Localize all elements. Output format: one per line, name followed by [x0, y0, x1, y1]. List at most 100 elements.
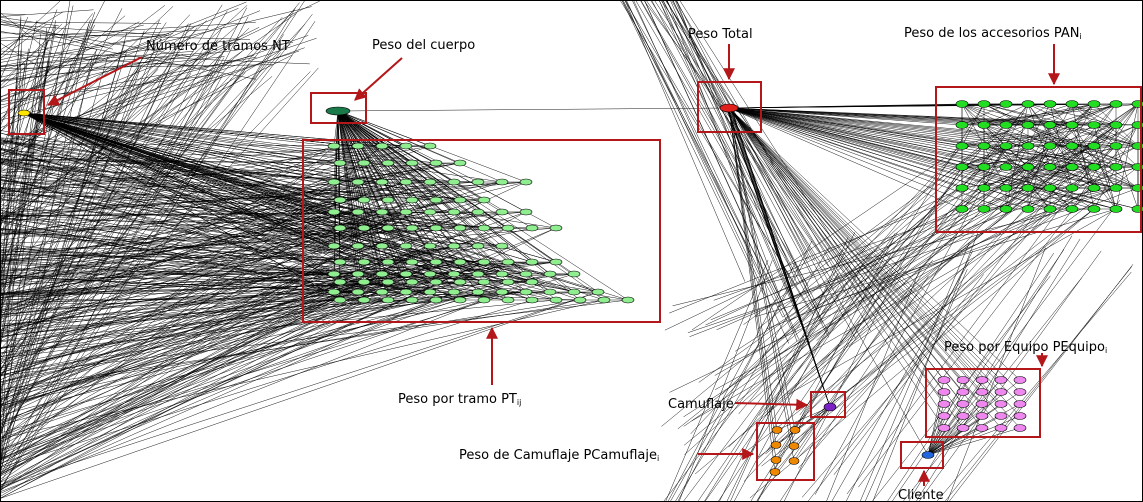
- edge-left-fan: [0, 273, 551, 493]
- edge-top-hatch: [676, 0, 810, 260]
- edge-accesorio-ray: [817, 124, 1029, 370]
- edge-nt-tramo: [23, 112, 413, 301]
- edge-left-fan: [0, 227, 341, 369]
- edge-accesorio-ray: [721, 166, 963, 395]
- node-accesorio: [1065, 205, 1079, 213]
- edge-lower-hatch: [864, 269, 968, 502]
- node-tramo: [519, 288, 533, 296]
- edge-left-hatch: [0, 35, 161, 67]
- node-tramo: [357, 278, 371, 286]
- edge-left-hatch: [0, 22, 256, 39]
- node-pcamuflaje: [770, 456, 782, 464]
- edge-cuerpo-tramo: [337, 110, 503, 213]
- node-accesorio: [999, 100, 1013, 108]
- edge-accesorio-ray: [713, 187, 1029, 301]
- edge-cuerpo-tramo: [337, 110, 437, 229]
- edge-left-hatch: [0, 33, 169, 63]
- node-tramo: [495, 242, 509, 250]
- edge-top-hatch: [621, 0, 764, 295]
- node-tramo: [525, 224, 539, 232]
- node-tramo: [327, 208, 341, 216]
- node-equipo: [994, 388, 1008, 396]
- edge-cuerpo-tramo: [337, 110, 485, 229]
- node-tramo: [501, 296, 515, 304]
- edge-accesorio-ray: [728, 166, 1029, 448]
- node-tramo: [375, 142, 389, 150]
- node-accesorio: [999, 121, 1013, 129]
- edge-left-hatch: [0, 35, 48, 319]
- edge-nt-tramo: [23, 112, 389, 164]
- cliente-label: Cliente: [898, 488, 944, 502]
- edge-left-fan: [0, 299, 461, 426]
- edge-cuerpo-tramo: [337, 110, 365, 229]
- edge-nt-tramo: [23, 112, 503, 183]
- node-tramo: [375, 178, 389, 186]
- edge-total-pcamuflaje: [728, 107, 795, 447]
- edge-left-fan: [0, 245, 359, 262]
- edge-left-hatch: [0, 46, 248, 258]
- edge-left-hatch: [0, 39, 49, 243]
- edge-left-hatch: [0, 66, 115, 165]
- edge-tramo-chain: [339, 145, 431, 164]
- edge-left-fan: [0, 211, 407, 412]
- node-tramo: [333, 159, 347, 167]
- node-tramo: [351, 288, 365, 296]
- edge-tramo-chain: [333, 261, 557, 275]
- edge-nt-tramo: [23, 112, 341, 164]
- edge-total-pcamuflaje: [728, 107, 795, 462]
- node-tramo: [477, 196, 491, 204]
- node-tramo: [495, 208, 509, 216]
- node-tramo: [519, 208, 533, 216]
- edge-left-fan: [0, 162, 413, 280]
- node-tramo: [357, 258, 371, 266]
- edge-accesorio-mesh: [1027, 103, 1117, 126]
- edge-left-hatch: [0, 13, 26, 15]
- edge-nt-tramo: [23, 112, 341, 283]
- node-accesorio: [1087, 184, 1101, 192]
- edge-total-accesorio: [728, 107, 1029, 147]
- node-equipo: [994, 400, 1008, 408]
- edge-total-pcamuflaje: [728, 107, 776, 473]
- node-tramo: [573, 296, 587, 304]
- node-tramo: [501, 258, 515, 266]
- edge-accesorio-mesh: [1049, 103, 1139, 168]
- edge-left-fan: [0, 245, 335, 354]
- equipo-box: [925, 368, 1041, 438]
- edge-nt-tramo: [23, 112, 335, 147]
- edge-top-hatch: [665, 0, 865, 301]
- edge-total-accesorio: [728, 107, 1073, 168]
- edge-accesorio-mesh: [1027, 124, 1051, 147]
- edge-total-equipo: [728, 107, 983, 429]
- node-tramo: [471, 208, 485, 216]
- node-tramo: [471, 178, 485, 186]
- edge-left-hatch: [0, 44, 232, 180]
- edge-left-hatch: [0, 14, 313, 419]
- edge-camuflaje-pcamuflaje: [776, 406, 831, 431]
- edge-accesorio-ray: [747, 103, 1095, 405]
- edge-left-fan: [0, 182, 551, 275]
- node-tramo: [333, 296, 347, 304]
- edge-left-fan: [0, 258, 431, 293]
- node-tramo: [327, 270, 341, 278]
- node-accesorio: [1087, 121, 1101, 129]
- edge-left-hatch: [0, 42, 51, 74]
- edge-accesorio-ray: [811, 124, 1117, 370]
- edge-accesorio-mesh: [1027, 124, 1117, 189]
- edge-tramo-chain: [339, 273, 575, 283]
- accesorios-label-main: Peso de los accesorios PAN: [904, 26, 1080, 41]
- node-tramo: [399, 242, 413, 250]
- node-tramo: [447, 242, 461, 250]
- edge-top-hatch: [644, 0, 799, 339]
- node-accesorio: [1109, 121, 1123, 129]
- node-tramo: [333, 224, 347, 232]
- node-nt: [17, 109, 31, 117]
- node-accesorio: [1065, 100, 1079, 108]
- edge-left-hatch: [0, 62, 50, 273]
- edge-cuerpo-tramo: [337, 110, 485, 263]
- node-tramo: [375, 208, 389, 216]
- edge-left-fan: [0, 161, 437, 229]
- edge-accesorio-mesh: [983, 124, 1139, 189]
- edge-lower-hatch: [677, 240, 813, 502]
- node-accesorio: [1065, 163, 1079, 171]
- edge-left-hatch: [0, 63, 72, 398]
